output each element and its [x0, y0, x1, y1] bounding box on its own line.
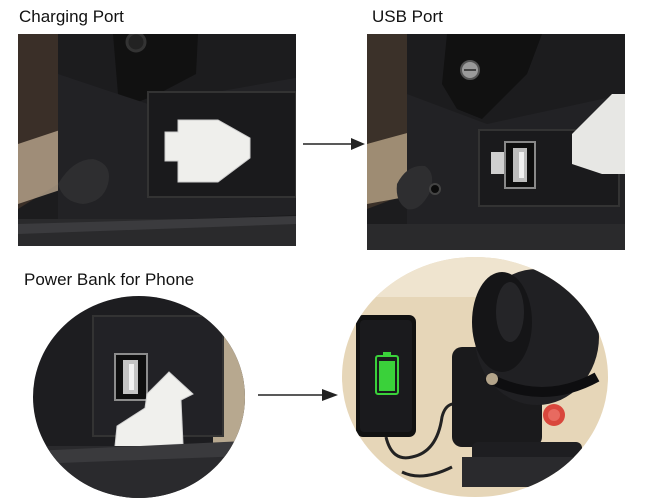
charging-port-label: Charging Port: [19, 7, 124, 26]
power-bank-label: Power Bank for Phone: [24, 270, 195, 289]
arrow-right-icon: [303, 138, 365, 150]
power-bank-usb-photo: [33, 296, 245, 498]
arrow-right-icon: [258, 389, 338, 401]
usb-port-photo: [367, 34, 625, 250]
usb-port-label: USB Port: [372, 7, 443, 26]
charging-port-photo: [18, 34, 296, 246]
phone-charging-photo: [342, 257, 608, 497]
